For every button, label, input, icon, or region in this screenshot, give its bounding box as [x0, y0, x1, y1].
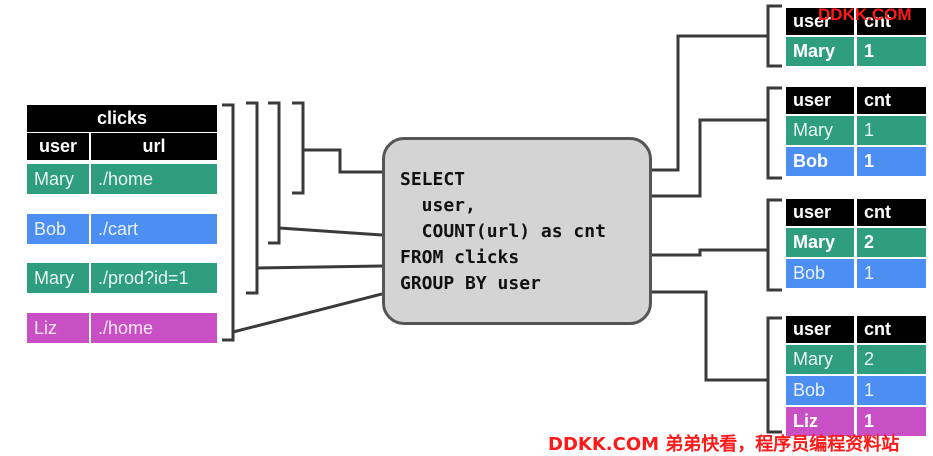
- input-bracket-1: [292, 101, 382, 195]
- result-4-row-3-user: Liz: [786, 407, 854, 436]
- input-row-4-user: Liz: [27, 313, 89, 343]
- output-line-4: [652, 290, 768, 382]
- output-bracket-3: [766, 198, 782, 292]
- sql-line-select: SELECT: [400, 169, 466, 190]
- result-4-row-1-user: Mary: [786, 345, 854, 374]
- result-4-col-user: user: [786, 316, 854, 343]
- result-3-col-user: user: [786, 199, 854, 226]
- input-row-2-url: ./cart: [91, 214, 217, 244]
- result-3-row-2-user: Bob: [786, 259, 854, 288]
- result-2-row-1-user: Mary: [786, 116, 854, 145]
- result-4-row-1-cnt: 2: [857, 345, 926, 374]
- input-bracket-3: [246, 101, 383, 295]
- output-bracket-4: [766, 316, 782, 434]
- sql-line-groupby: GROUP BY user: [400, 273, 541, 294]
- watermark-bottom: DDKK.COM 弟弟快看，程序员编程资料站: [548, 434, 900, 455]
- sql-line-user: user,: [400, 195, 476, 216]
- sql-line-from: FROM clicks: [400, 247, 520, 268]
- input-row-3-user: Mary: [27, 263, 89, 293]
- watermark-top: DDKK.COM: [818, 5, 912, 24]
- result-3-row-1-user: Mary: [786, 228, 854, 257]
- result-4-row-3-cnt: 1: [857, 407, 926, 436]
- result-1-col-cnt: cnt: [857, 8, 926, 35]
- input-bracket-2: [268, 101, 383, 245]
- output-line-2: [652, 118, 768, 198]
- input-col-url: url: [91, 133, 217, 160]
- result-3-col-cnt: cnt: [857, 199, 926, 226]
- result-4-col-cnt: cnt: [857, 316, 926, 343]
- output-bracket-2: [766, 86, 782, 180]
- input-row-4-url: ./home: [91, 313, 217, 343]
- output-bracket-1: [766, 4, 782, 68]
- sql-query-box: [382, 137, 652, 325]
- result-4-row-2-cnt: 1: [857, 376, 926, 405]
- sql-line-count: COUNT(url) as cnt: [400, 221, 606, 242]
- input-row-3-url: ./prod?id=1: [91, 263, 217, 293]
- result-2-row-2-cnt: 1: [857, 147, 926, 176]
- result-1-col-user: user: [786, 8, 854, 35]
- output-line-1: [652, 34, 768, 172]
- result-3-row-1-cnt: 2: [857, 228, 926, 257]
- result-1-row-1-user: Mary: [786, 37, 854, 66]
- input-row-1-user: Mary: [27, 164, 89, 194]
- input-table-title: clicks: [27, 105, 217, 132]
- result-1-row-1-cnt: 1: [857, 37, 926, 66]
- input-row-1-url: ./home: [91, 164, 217, 194]
- result-2-row-1-cnt: 1: [857, 116, 926, 145]
- input-bracket-4: [222, 103, 383, 342]
- result-4-row-2-user: Bob: [786, 376, 854, 405]
- output-line-3: [652, 248, 768, 257]
- result-2-col-user: user: [786, 87, 854, 114]
- result-3-row-2-cnt: 1: [857, 259, 926, 288]
- result-2-row-2-user: Bob: [786, 147, 854, 176]
- input-col-user: user: [27, 133, 89, 160]
- input-row-2-user: Bob: [27, 214, 89, 244]
- result-2-col-cnt: cnt: [857, 87, 926, 114]
